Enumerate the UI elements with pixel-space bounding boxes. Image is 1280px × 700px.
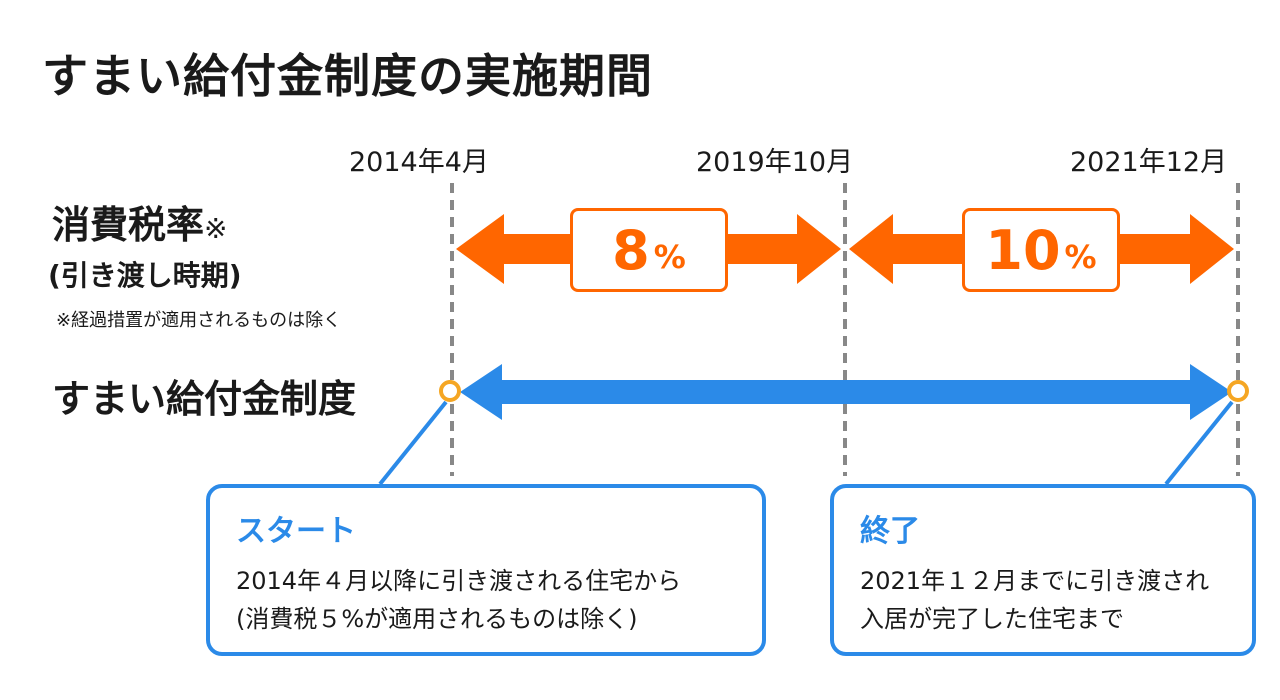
end-callout: 終了 2021年１２月までに引き渡され 入居が完了した住宅まで [830, 484, 1256, 656]
start-callout-line: (消費税５%が適用されるものは除く) [236, 605, 638, 633]
benefit-label: すまい給付金制度 [52, 377, 357, 421]
tax-rate-unit: % [1064, 238, 1097, 276]
page-title: すまい給付金制度の実施期間 [42, 49, 653, 103]
start-callout-title: スタート [236, 514, 356, 549]
end-marker [1227, 380, 1249, 402]
end-callout-line: 入居が完了した住宅まで [860, 605, 1124, 633]
benefit-arrow [460, 364, 1232, 420]
start-marker [439, 380, 461, 402]
date-label-mid: 2019年10月 [696, 147, 854, 178]
date-label-end: 2021年12月 [1070, 147, 1228, 178]
tax-rate-label: 消費税率※ [52, 194, 227, 249]
start-connector [378, 400, 448, 486]
tax-rate-value: 8 [612, 218, 650, 282]
tax-rate-mark: ※ [204, 212, 228, 245]
tax-rate-box-10: 10% [962, 208, 1120, 292]
start-callout: スタート 2014年４月以降に引き渡される住宅から (消費税５%が適用されるもの… [206, 484, 766, 656]
tax-rate-unit: % [653, 238, 686, 276]
end-callout-line: 2021年１２月までに引き渡され [860, 567, 1210, 595]
tax-rate-sublabel: (引き渡し時期) [48, 259, 242, 292]
start-callout-line: 2014年４月以降に引き渡される住宅から [236, 567, 682, 595]
date-label-start: 2014年4月 [349, 147, 489, 178]
tax-rate-label-text: 消費税率 [52, 203, 205, 247]
tax-rate-value: 10 [985, 218, 1061, 282]
end-callout-title: 終了 [860, 514, 920, 549]
tax-rate-box-8: 8% [570, 208, 728, 292]
tax-rate-note: ※経過措置が適用されるものは除く [56, 310, 342, 331]
end-connector [1164, 400, 1234, 486]
